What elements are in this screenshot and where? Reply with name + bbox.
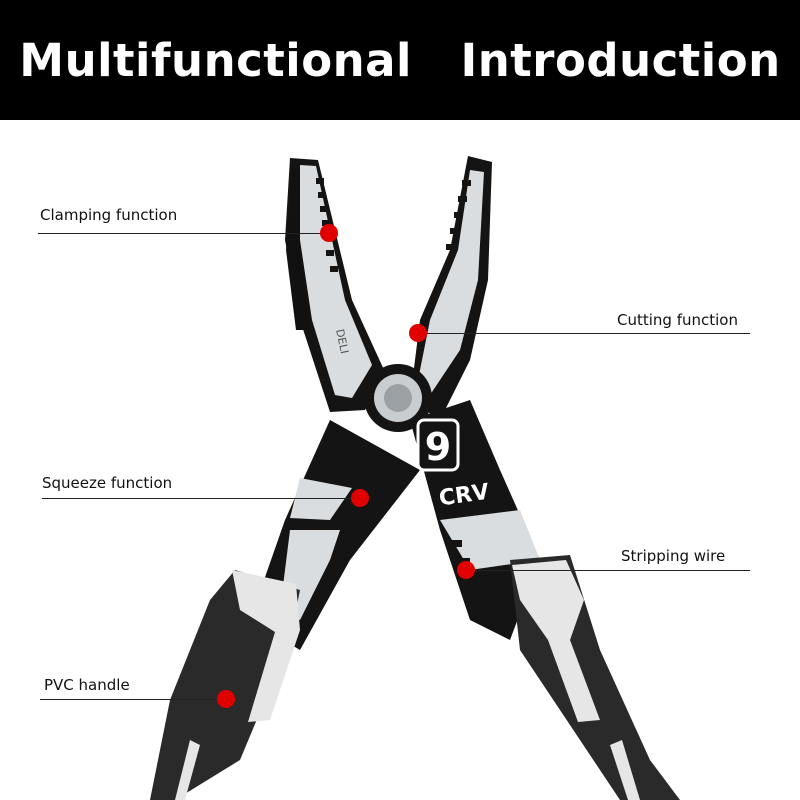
callout-handle-label: PVC handle	[44, 676, 130, 694]
page-title: Multifunctional Introduction	[19, 33, 781, 87]
callout-handle-line	[40, 699, 226, 700]
header-banner: Multifunctional Introduction	[0, 0, 800, 120]
callout-stripping-label: Stripping wire	[621, 547, 726, 565]
pivot	[364, 364, 432, 432]
right-handle	[510, 555, 680, 800]
callout-clamping-line	[38, 233, 328, 234]
size-mark: 9	[425, 425, 451, 469]
callout-squeeze-dot	[351, 489, 369, 507]
brand-stamp: DELI	[333, 328, 351, 355]
callout-stripping-dot	[457, 561, 475, 579]
callout-cutting-label: Cutting function	[617, 311, 738, 329]
callout-clamping-label: Clamping function	[40, 206, 178, 224]
right-jaw	[410, 156, 492, 420]
callout-cutting-dot	[409, 324, 427, 342]
left-handle	[150, 570, 300, 800]
callout-cutting-line	[418, 333, 750, 334]
callout-clamping-dot	[320, 224, 338, 242]
callout-stripping-line	[466, 570, 750, 571]
left-jaw: DELI	[285, 158, 385, 412]
callout-squeeze-line	[42, 498, 360, 499]
right-arm: 9 CRV	[410, 400, 540, 640]
callout-squeeze-label: Squeeze function	[42, 474, 173, 492]
pliers-illustration: DELI 9 CRV	[150, 156, 680, 800]
callout-handle-dot	[217, 690, 235, 708]
